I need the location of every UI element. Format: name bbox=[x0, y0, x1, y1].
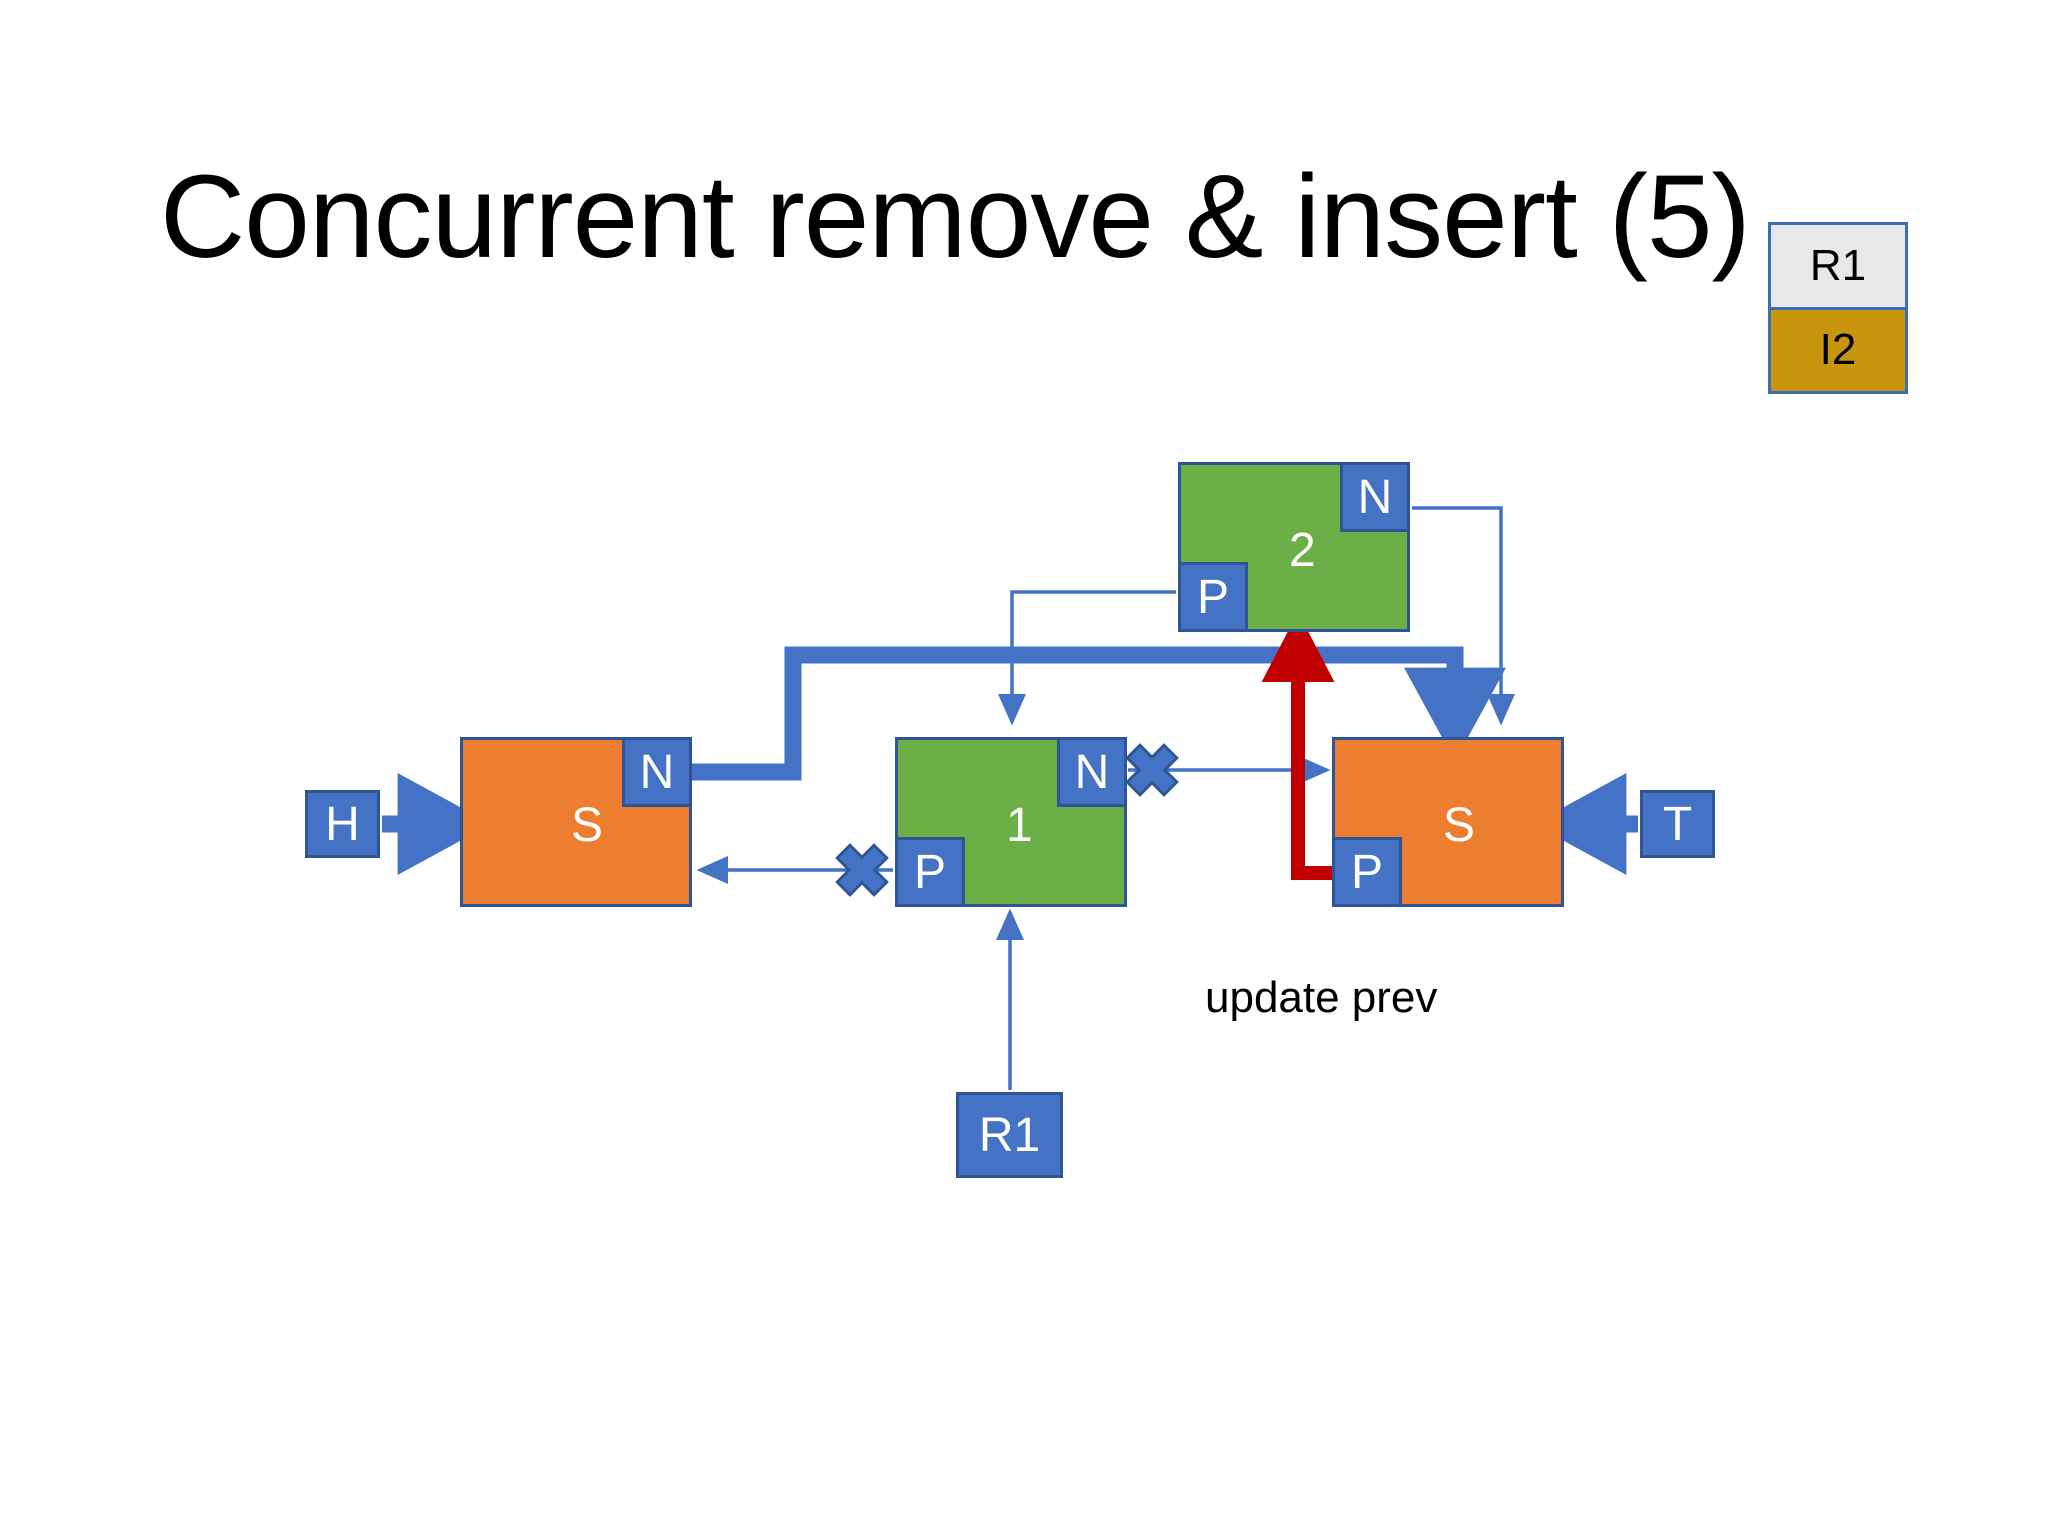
tail-pointer-box[interactable]: T bbox=[1640, 790, 1715, 858]
node-sentinel-right-prev-field[interactable]: P bbox=[1332, 837, 1402, 907]
node-1[interactable]: 1 N P bbox=[895, 737, 1127, 907]
broken-link-icon-next bbox=[1125, 743, 1179, 797]
wire-sentinel-left-next-to-sentinel-right bbox=[690, 646, 1506, 781]
legend-row-r1: R1 bbox=[1771, 225, 1905, 310]
node-2[interactable]: 2 N P bbox=[1178, 462, 1410, 632]
head-pointer-box[interactable]: H bbox=[305, 790, 380, 858]
node-1-label: 1 bbox=[1006, 799, 1033, 852]
legend-row-i2: I2 bbox=[1771, 309, 1905, 391]
node-1-next-field[interactable]: N bbox=[1057, 737, 1127, 807]
broken-link-icon-prev bbox=[835, 843, 889, 897]
page-title: Concurrent remove & insert (5) bbox=[160, 151, 1751, 283]
node-sentinel-left[interactable]: S N bbox=[460, 737, 692, 907]
node-2-next-field[interactable]: N bbox=[1340, 462, 1410, 532]
wire-update-prev-red bbox=[1261, 612, 1336, 880]
node-sentinel-left-label: S bbox=[571, 799, 604, 852]
node-sentinel-left-next-field[interactable]: N bbox=[622, 737, 692, 807]
node-2-prev-field[interactable]: P bbox=[1178, 562, 1248, 632]
thread-r1-box[interactable]: R1 bbox=[956, 1092, 1063, 1178]
wire-node2-next-to-sentinel-right bbox=[1412, 506, 1515, 726]
wire-node2-prev-to-node1 bbox=[998, 590, 1176, 726]
node-1-prev-field[interactable]: P bbox=[895, 837, 965, 907]
node-sentinel-right-label: S bbox=[1443, 799, 1476, 852]
caption-update-prev: update prev bbox=[1205, 973, 1438, 1022]
legend-box: R1 I2 bbox=[1768, 222, 1908, 394]
node-sentinel-right[interactable]: S P bbox=[1332, 737, 1564, 907]
node-2-label: 2 bbox=[1289, 524, 1316, 577]
